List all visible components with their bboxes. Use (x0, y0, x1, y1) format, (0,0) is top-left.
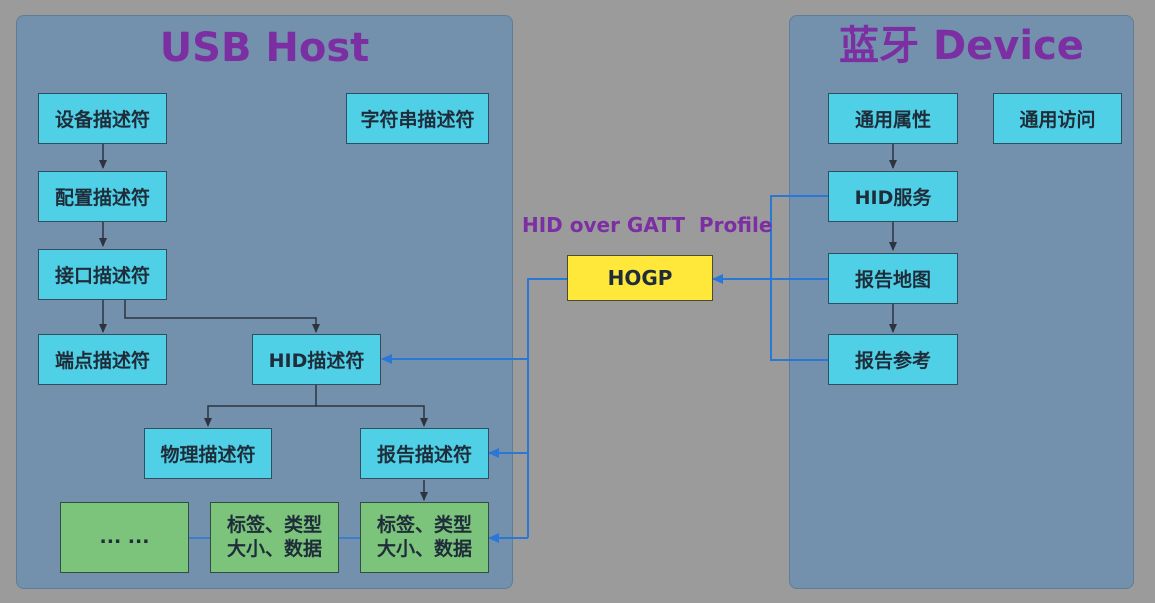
report-map-box: 报告地图 (828, 253, 958, 304)
bluetooth-device-panel: 蓝牙 Device (789, 15, 1134, 589)
device-descriptor-box: 设备描述符 (38, 93, 167, 144)
line-hid-to-physical (204, 385, 317, 427)
generic-attribute-box: 通用属性 (828, 93, 958, 144)
string-descriptor-box: 字符串描述符 (346, 93, 489, 144)
hogp-profile-label: HID over GATT Profile (522, 213, 773, 237)
generic-access-box: 通用访问 (993, 93, 1122, 144)
report-descriptor-box: 报告描述符 (360, 428, 489, 479)
interface-descriptor-box: 接口描述符 (38, 249, 167, 300)
line-interface-to-hid (124, 300, 320, 333)
ellipsis-box: ... ... (60, 502, 189, 573)
line-hogp-bus (527, 278, 567, 538)
hogp-box: HOGP (567, 255, 713, 301)
bluetooth-device-title: 蓝牙 Device (839, 23, 1084, 69)
usb-host-title: USB Host (159, 25, 370, 71)
report-item-box-a: 标签、类型 大小、数据 (210, 502, 339, 573)
hid-descriptor-box: HID描述符 (252, 334, 381, 385)
config-descriptor-box: 配置描述符 (38, 171, 167, 222)
physical-descriptor-box: 物理描述符 (144, 428, 272, 479)
endpoint-descriptor-box: 端点描述符 (38, 334, 167, 385)
report-reference-box: 报告参考 (828, 334, 958, 385)
hid-service-box: HID服务 (828, 171, 958, 222)
line-hid-to-report (316, 405, 428, 427)
report-item-box-b: 标签、类型 大小、数据 (360, 502, 489, 573)
